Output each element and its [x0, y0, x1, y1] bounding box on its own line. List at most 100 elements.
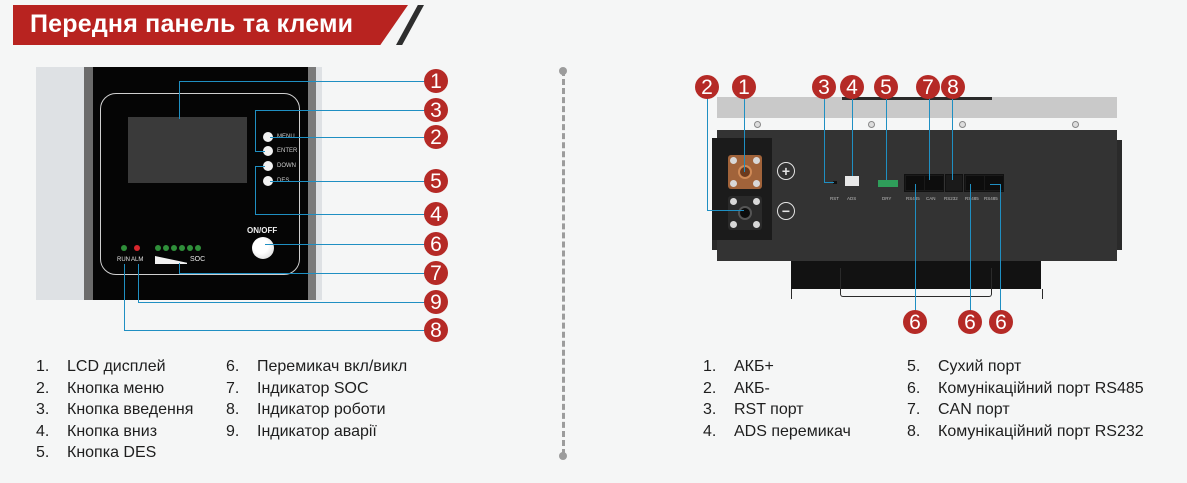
run-led [121, 245, 127, 251]
ads-dip-switch[interactable] [845, 176, 859, 186]
control-panel-frame [100, 93, 300, 275]
legend-item: 4.ADS перемикач [703, 422, 851, 440]
legend-item: 3.RST порт [703, 401, 804, 418]
callout-badge: 6 [903, 310, 927, 334]
enter-button[interactable] [263, 146, 273, 156]
can-port[interactable] [925, 176, 943, 190]
legend-item: 1.АКБ+ [703, 358, 774, 375]
dry-contact-port[interactable] [878, 180, 898, 187]
callout-line [970, 184, 971, 312]
soc-ramp-icon [155, 256, 187, 264]
callout-badge: 3 [812, 75, 836, 99]
down-button[interactable] [263, 161, 273, 171]
device-top-casing [717, 97, 1117, 118]
onoff-label: ON/OFF [247, 226, 278, 235]
rs232-port[interactable] [945, 174, 963, 192]
legend-item: 1.LCD дисплей [36, 358, 166, 375]
port-label: CAN [926, 196, 936, 201]
front-legend-col2: 6.Перемикач вкл/викл 7.Індикатор SOC 8.І… [226, 356, 407, 442]
callout-line [824, 182, 834, 183]
callout-badge: 7 [424, 261, 448, 285]
callout-line [915, 184, 916, 312]
callout-badge: 7 [916, 75, 940, 99]
callout-line [179, 273, 429, 274]
device-edge-left [84, 67, 93, 300]
port-label: DRY [882, 196, 892, 201]
soc-led [155, 245, 161, 251]
onoff-switch[interactable] [252, 237, 274, 259]
screw-icon [754, 121, 761, 128]
port-label: RST [830, 196, 839, 201]
callout-badge: 6 [989, 310, 1013, 334]
rs485-port[interactable] [906, 176, 924, 190]
callout-badge: 6 [424, 232, 448, 256]
callout-line [270, 137, 429, 138]
legend-item: 2.Кнопка меню [36, 379, 165, 397]
soc-led [195, 245, 201, 251]
screw-icon [868, 121, 875, 128]
legend-item: 2.АКБ- [703, 379, 770, 397]
legend-item: 6.Комунікаційний порт RS485 [907, 379, 1144, 397]
rs485-port[interactable] [985, 176, 1003, 190]
callout-badge: 3 [424, 98, 448, 122]
callout-line [824, 98, 825, 182]
rs485-port[interactable] [966, 176, 984, 190]
callout-badge: 1 [732, 75, 756, 99]
des-button[interactable] [263, 176, 273, 186]
bracket-edge [791, 289, 1043, 299]
callout-line [886, 98, 887, 180]
bracket-slot [840, 268, 992, 297]
callout-line [990, 184, 1000, 185]
legend-item: 8.Комунікаційний порт RS232 [907, 422, 1144, 440]
bolt-icon [753, 157, 760, 164]
battery-negative-terminal [728, 196, 762, 230]
callout-line [124, 264, 125, 330]
screw-icon [959, 121, 966, 128]
legend-item: 7.CAN порт [907, 401, 1010, 418]
legend-item: 5.Кнопка DES [36, 444, 157, 461]
callout-line [270, 181, 429, 182]
callout-badge: 8 [941, 75, 965, 99]
callout-line [255, 166, 256, 214]
bolt-icon [753, 180, 760, 187]
alarm-led [134, 245, 140, 251]
callout-line [929, 98, 930, 180]
device-side [1117, 140, 1122, 250]
device-edge-right [308, 67, 316, 300]
legend-item: 9.Індикатор аварії [226, 422, 377, 440]
callout-line [707, 210, 744, 211]
callout-line [124, 330, 429, 331]
run-led-label: RUN [117, 257, 130, 263]
menu-button[interactable] [263, 132, 273, 142]
screw-icon [1072, 121, 1079, 128]
alarm-led-label: ALM [131, 257, 144, 263]
callout-badge: 2 [695, 75, 719, 99]
battery-positive-terminal [728, 155, 762, 189]
callout-line [255, 166, 265, 167]
callout-badge: 2 [424, 125, 448, 149]
front-legend-col1: 1.LCD дисплей 2.Кнопка меню 3.Кнопка вве… [36, 356, 193, 464]
rst-port[interactable] [833, 181, 837, 184]
bolt-icon [730, 198, 737, 205]
callout-line [744, 98, 745, 172]
bolt-icon [730, 221, 737, 228]
bolt-icon [730, 180, 737, 187]
callout-line [255, 110, 429, 111]
callout-line [852, 98, 853, 176]
terminal-core [738, 165, 752, 179]
legend-item: 5.Сухий порт [907, 358, 1022, 375]
callout-line [255, 214, 429, 215]
port-label: RS485 [965, 196, 979, 201]
page-title: Передня панель та клеми [30, 10, 354, 38]
device-body [717, 130, 1117, 261]
legend-item: 7.Індикатор SOC [226, 379, 369, 397]
callout-badge: 6 [958, 310, 982, 334]
callout-line [255, 151, 265, 152]
callout-badge: 1 [424, 69, 448, 93]
callout-line [255, 110, 256, 151]
callout-line [1000, 184, 1001, 312]
bolt-icon [753, 221, 760, 228]
soc-label: SOC [190, 256, 206, 263]
soc-led [171, 245, 177, 251]
port-group-rs485 [964, 174, 1004, 192]
